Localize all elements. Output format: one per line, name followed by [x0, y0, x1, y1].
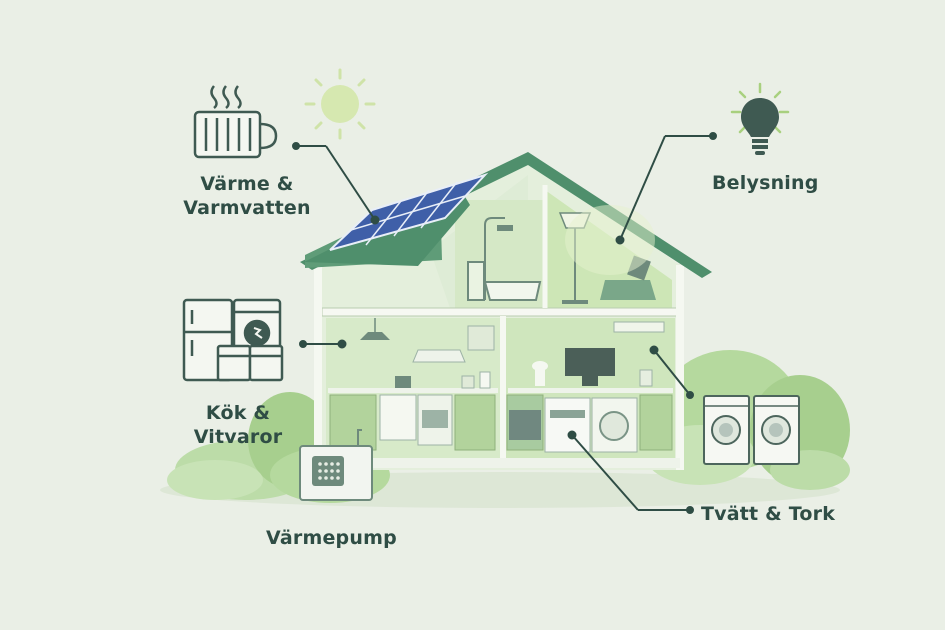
living-room: [506, 321, 673, 453]
washer-dryer-icon: [703, 395, 800, 465]
label-kitchen: Kök & Vitvaror: [178, 401, 298, 449]
label-lighting: Belysning: [712, 172, 819, 194]
label-laundry: Tvätt & Tork: [701, 503, 836, 525]
label-kitchen-line2: Vitvaror: [193, 426, 283, 448]
label-heat-pump: Värmepump: [266, 527, 397, 549]
radiator-icon: [193, 85, 278, 159]
bathroom: [467, 217, 542, 301]
leader-lines: [292, 132, 717, 514]
label-heating-line2: Varmvatten: [183, 197, 311, 219]
leader-lighting-diag: [619, 135, 666, 241]
kitchen-appliances-icon: [182, 298, 284, 382]
solar-panel-icon: [329, 172, 489, 251]
sun-icon: [304, 68, 376, 140]
leader-laundry: [571, 434, 639, 511]
light-bulb-icon: [730, 82, 790, 155]
leader-heating-diag: [325, 145, 376, 221]
kitchen: [328, 318, 498, 451]
attic-living: [558, 205, 656, 304]
label-kitchen-line1: Kök &: [205, 402, 271, 424]
bushes-left: [167, 392, 390, 503]
label-heating-line1: Värme &: [200, 173, 294, 195]
leader-pump: [653, 349, 691, 396]
label-heating: Värme & Varmvatten: [172, 172, 322, 220]
heat-pump-icon: [299, 429, 373, 501]
